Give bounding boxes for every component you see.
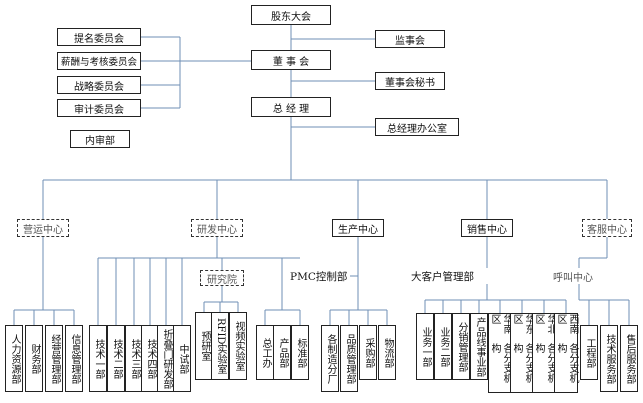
procurement-dept-box: 采购部 — [359, 325, 377, 380]
pilot-test-dept-box: 中试部 — [173, 325, 191, 392]
operations-center-box: 营运中心 — [17, 219, 69, 237]
audit-committee-box: 审计委员会 — [57, 99, 141, 117]
business-mgmt-dept-box: 经营管理部 — [45, 325, 63, 392]
quality-mgmt-dept-box: 品质管理部 — [340, 325, 358, 392]
gm-office-box: 总经理办公室 — [375, 118, 459, 136]
strategy-committee-box: 战略委员会 — [57, 76, 141, 94]
rnd-center-box: 研发中心 — [191, 219, 243, 237]
shareholders-meeting-box: 股东大会 — [251, 5, 331, 25]
key-accounts-label: 大客户管理部 — [411, 268, 491, 284]
south-china-branches-box: 华南区各分支机构 — [488, 313, 512, 393]
video-lab-box: 视频实验室 — [229, 312, 247, 380]
tech-dept-1-box: 技术一部 — [89, 325, 107, 392]
product-line-division-box: 产品线事业部 — [470, 313, 488, 380]
region-branches: 各分支机构 — [489, 343, 512, 384]
board-secretary-box: 董事会秘书 — [375, 72, 445, 90]
internal-audit-box: 内审部 — [70, 130, 130, 148]
logistics-dept-box: 物流部 — [378, 325, 396, 380]
southwest-branches-box: 西南区各分支机构 — [554, 313, 578, 393]
region-branches: 各分支机构 — [511, 343, 534, 384]
hr-dept-box: 人力资源部 — [5, 325, 23, 392]
rfid-lab-box: RFID实验室 — [211, 312, 229, 380]
service-center-box: 客服中心 — [582, 219, 632, 237]
compensation-committee-box: 薪酬与考核委员会 — [57, 52, 141, 70]
tech-service-dept-box: 技术服务部 — [600, 325, 618, 392]
research-institute-box: 研究院 — [200, 270, 244, 286]
tech-dept-2-box: 技术二部 — [107, 325, 125, 392]
region-branches: 各分支机构 — [555, 343, 578, 384]
sales-center-box: 销售中心 — [461, 219, 513, 237]
business-dept-2-box: 业务二部 — [434, 313, 452, 380]
product-dept-box: 产品部 — [273, 325, 291, 380]
general-manager-box: 总 经 理 — [251, 97, 331, 117]
call-center-label: 呼叫中心 — [553, 268, 605, 284]
board-of-directors-box: 董 事 会 — [251, 50, 331, 70]
east-china-branches-box: 华东区各分支机构 — [510, 313, 534, 393]
region-name: 华南区 — [489, 314, 512, 334]
finance-dept-box: 财务部 — [25, 325, 43, 392]
pmc-control-label: PMC控制部 — [290, 268, 350, 284]
distribution-mgmt-dept-box: 分销管理部 — [452, 313, 470, 380]
region-name: 华北区 — [533, 314, 556, 334]
manufacturing-branches-box: 各制造分厂 — [321, 325, 339, 392]
business-dept-1-box: 业务一部 — [416, 313, 434, 380]
engineering-dept-box: 工程部 — [580, 325, 598, 380]
standards-dept-box: 标准部 — [291, 325, 309, 380]
info-mgmt-dept-box: 信息管理部 — [65, 325, 83, 392]
north-china-branches-box: 华北区各分支机构 — [532, 313, 556, 393]
after-sales-dept-box: 售后服务部 — [620, 325, 638, 392]
nomination-committee-box: 提名委员会 — [57, 28, 141, 46]
chief-engineer-office-box: 总工办 — [256, 325, 274, 380]
region-name: 华东区 — [511, 314, 534, 334]
region-name: 西南区 — [555, 314, 578, 334]
supervisory-board-box: 监事会 — [375, 30, 445, 48]
region-branches: 各分支机构 — [533, 343, 556, 384]
production-center-box: 生产中心 — [332, 219, 384, 237]
